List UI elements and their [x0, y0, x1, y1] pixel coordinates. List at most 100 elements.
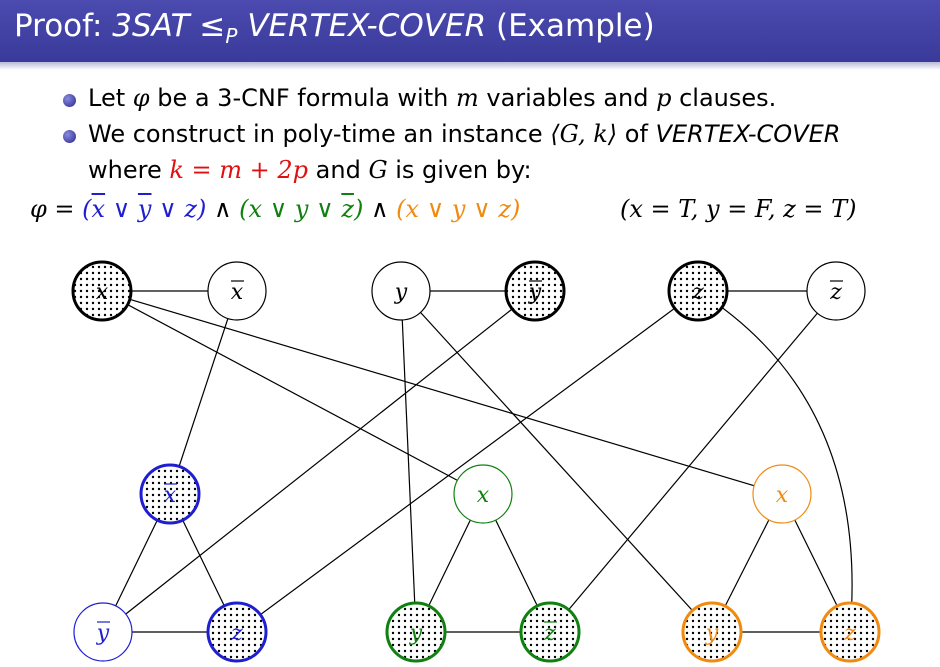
node-background	[208, 262, 266, 320]
graph-edge-vz-c3c	[697, 290, 853, 633]
node-cover-fill	[387, 603, 445, 661]
node-ring	[667, 260, 729, 322]
graph-node-c2a: x	[453, 464, 513, 524]
k-definition: k = m + 2p	[169, 156, 309, 184]
lit: y	[137, 195, 152, 223]
lit: z	[184, 195, 197, 223]
node-label: y	[96, 621, 110, 646]
graph-node-c2b: y	[385, 601, 447, 663]
node-label: z	[691, 280, 704, 305]
node-ring	[752, 464, 812, 524]
graph-node-vnz: z	[806, 261, 866, 321]
bullet-dot	[63, 94, 76, 107]
bullet-2-cont: where k = m + 2p and G is given by:	[88, 156, 532, 184]
bullet-dot	[63, 130, 76, 143]
graph-edge-vx-c3a	[101, 290, 783, 495]
lit: z	[341, 195, 354, 223]
graph-node-c3a: x	[752, 464, 812, 524]
graph-node-c3c: z	[819, 601, 881, 663]
title-subscript: P	[225, 24, 238, 49]
node-label: x	[231, 280, 244, 305]
node-ring	[371, 261, 431, 321]
graph-edge-vnz-c2c	[549, 290, 837, 633]
graph-node-vy: y	[371, 261, 431, 321]
node-cover-fill	[506, 262, 564, 320]
node-cover-fill	[73, 262, 131, 320]
node-cover-fill	[208, 603, 266, 661]
graph-node-c1b: y	[73, 602, 133, 662]
graph-edge-vnx-c1a	[169, 290, 238, 495]
node-cover-fill	[521, 603, 579, 661]
lit: z	[498, 195, 511, 223]
paren: )	[510, 195, 521, 223]
text: of	[617, 120, 656, 148]
graph-node-c1c: z	[206, 601, 268, 663]
paren: )	[196, 195, 207, 223]
graph-edge-vz-c1c	[236, 290, 699, 633]
paren: )	[353, 195, 364, 223]
or: ∨	[308, 195, 342, 223]
phi-symbol: φ	[132, 84, 150, 112]
title-suffix: (Example)	[486, 8, 655, 44]
node-ring	[73, 602, 133, 662]
node-ring	[519, 601, 581, 663]
node-background	[372, 262, 430, 320]
lit: y	[294, 195, 309, 223]
node-label: y	[705, 621, 719, 646]
node-label: x	[477, 483, 490, 508]
or: ∨	[151, 195, 185, 223]
graph-node-c3b: y	[681, 601, 743, 663]
node-cover-fill	[141, 465, 199, 523]
node-ring	[453, 464, 513, 524]
node-label: x	[776, 483, 789, 508]
graph-edge-vny-c1b	[102, 290, 536, 633]
graph-edge-vx-c2a	[101, 290, 484, 495]
node-ring	[71, 260, 133, 322]
node-label: z	[230, 621, 243, 646]
or: ∨	[465, 195, 499, 223]
node-label: y	[394, 280, 408, 305]
text: variables and	[478, 84, 657, 112]
lit: x	[248, 195, 263, 223]
clause-1: (x ∨ y ∨ z)	[82, 195, 206, 223]
node-label: z	[829, 280, 842, 305]
var-g: G	[368, 156, 388, 184]
text: We construct in poly-time an instance	[88, 120, 551, 148]
title-problem: VERTEX-COVER	[237, 8, 487, 44]
text: clauses.	[671, 84, 777, 112]
node-ring	[504, 260, 566, 322]
text: is given by:	[387, 156, 532, 184]
graph-node-c1a: x	[139, 463, 201, 525]
and: ∧	[206, 195, 240, 223]
node-background	[753, 465, 811, 523]
truth-assignment: (x = T, y = F, z = T)	[620, 195, 857, 223]
node-background	[74, 603, 132, 661]
clause-3: (x ∨ y ∨ z)	[396, 195, 520, 223]
graph-edge-vy-c2b	[400, 290, 417, 633]
title-reduction: 3SAT ≤	[112, 8, 226, 44]
lit: y	[451, 195, 466, 223]
graph-node-c2c: z	[519, 601, 581, 663]
graph-edge-vy-c3b	[400, 290, 713, 633]
cnf-formula: φ = (x ∨ y ∨ z) ∧ (x ∨ y ∨ z) ∧ (x ∨ y ∨…	[30, 195, 520, 223]
graph-node-vz: z	[667, 260, 729, 322]
node-label: y	[409, 621, 423, 646]
bullet-1: Let φ be a 3-CNF formula with m variable…	[88, 84, 776, 112]
slide-title-bar: Proof: 3SAT ≤P VERTEX-COVER (Example)	[0, 0, 940, 62]
slide-title: Proof: 3SAT ≤P VERTEX-COVER (Example)	[14, 8, 655, 48]
graph-node-vnx: x	[207, 261, 267, 321]
node-label: z	[543, 621, 556, 646]
node-cover-fill	[821, 603, 879, 661]
or: ∨	[262, 195, 295, 223]
formula-lhs: φ =	[30, 195, 83, 223]
graph-node-vny: y	[504, 260, 566, 322]
lit: x	[405, 195, 420, 223]
paren: (	[396, 195, 406, 223]
node-ring	[681, 601, 743, 663]
node-cover-fill	[683, 603, 741, 661]
paren: (	[82, 195, 92, 223]
node-ring	[207, 261, 267, 321]
text: where	[88, 156, 170, 184]
text: and	[308, 156, 369, 184]
